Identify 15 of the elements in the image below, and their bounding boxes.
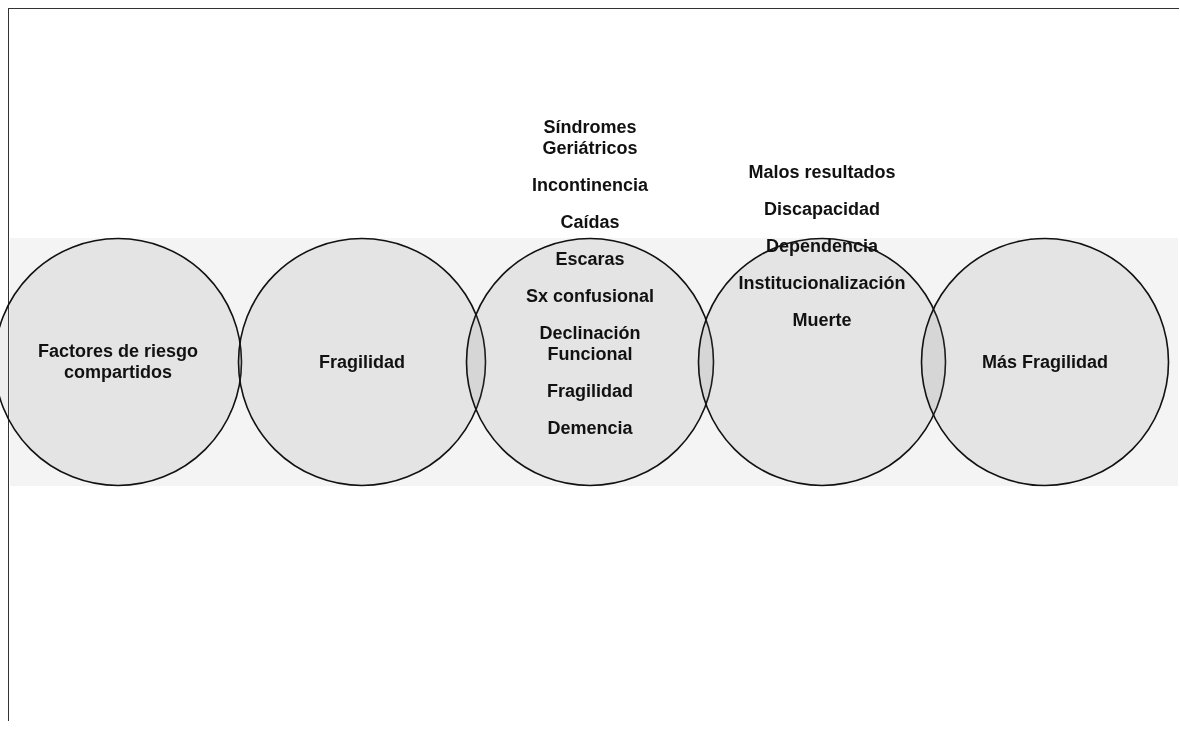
circle-label: Más Fragilidad <box>982 351 1108 373</box>
circle-label: Escaras <box>555 249 625 270</box>
circle-label: Declinación Funcional <box>538 323 642 365</box>
circle-label: Demencia <box>547 418 633 439</box>
circle-label: Fragilidad <box>547 381 633 402</box>
group-heading: Síndromes Geriátricos <box>541 117 639 159</box>
circle-label: Institucionalización <box>738 273 906 294</box>
circle-label: Fragilidad <box>319 351 405 373</box>
circle-label: Discapacidad <box>763 199 881 220</box>
circle-label: Factores de riesgo compartidos <box>36 341 200 383</box>
circle-label: Sx confusional <box>526 286 654 307</box>
group-heading: Malos resultados <box>748 162 896 183</box>
circle-label: Caídas <box>560 212 620 233</box>
circle-label: Incontinencia <box>532 175 648 196</box>
circle-label: Muerte <box>792 310 852 331</box>
